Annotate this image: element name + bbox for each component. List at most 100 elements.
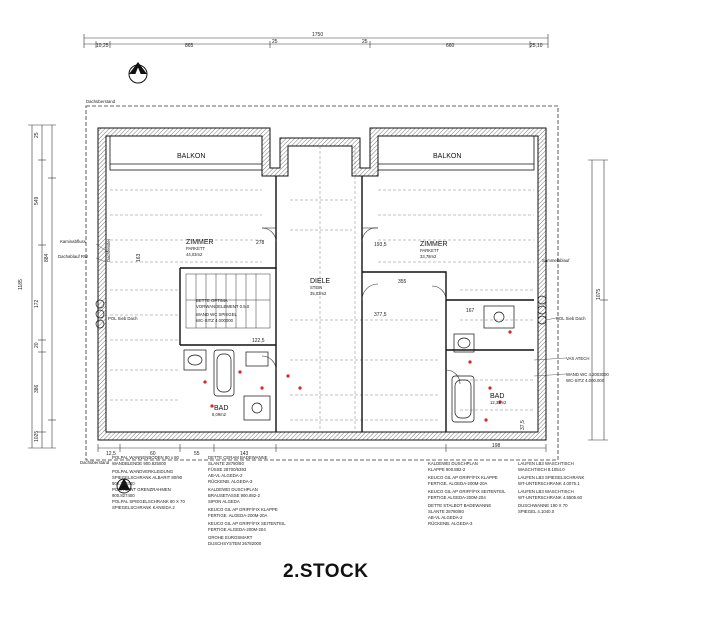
- roof-edge-top-label: Dachüberstand: [86, 99, 116, 104]
- left-dimension-chain: [28, 124, 56, 449]
- room-right-area: 33,78m2: [420, 254, 437, 259]
- spec-note: BETTE OPTIMA: [196, 298, 228, 303]
- spec-note: WANDBLENDE 900.825000: [112, 461, 167, 466]
- spec-note: KALDEWEI DUSCHPLAN: [428, 461, 478, 466]
- dim-inner-3: 167: [466, 308, 475, 314]
- room-right-floor: PARKETT: [420, 248, 439, 253]
- leader-lines: [95, 243, 567, 377]
- dim-left-3: 884: [44, 253, 50, 262]
- floor-drain-left-label: POL Sieb Dach: [108, 316, 138, 321]
- spec-notes-column-3: KALDEWEI DUSCHPLAN KLAPPE 900.882-2 KEUC…: [428, 461, 506, 526]
- spec-note: SPIEGEL 4.1040.0: [518, 509, 555, 514]
- spec-notes-inplan: BETTE OPTIMA VORWANDELEMENT 0.5.0 WAND W…: [196, 298, 609, 383]
- spec-notes-column-2: DETTE CERAM BADEWANNE SLANTE 28780/80 FÜ…: [208, 455, 286, 546]
- balcony-left: [109, 135, 263, 171]
- right-dimension-chain: [588, 159, 608, 441]
- spec-note: POLPAL WT GRENZRAHMEN: [112, 487, 171, 492]
- dim-inner-6: 163: [136, 253, 142, 262]
- drain-markers-right: [537, 295, 547, 325]
- spec-note: FERTIGE. ALGEDA-200M-20A: [428, 481, 488, 486]
- dim-left-1: 25: [34, 132, 40, 138]
- spec-note: GROHE EUROSMART: [208, 535, 253, 540]
- spec-note: WASCHTISCH 8.1054.0: [518, 467, 565, 472]
- dim-left-offset: 10,25: [96, 43, 109, 49]
- spec-note: SPIEGELSCHRANK ALBARIT 80/90: [112, 475, 183, 480]
- spec-note: KALDEWEI DUSCHPLAN: [208, 487, 258, 492]
- downpipe-left-label: Dachablauf RW: [58, 254, 89, 259]
- spec-note: WAND WC SPIEGEL: [196, 312, 238, 317]
- bath-left-fixtures: [183, 349, 271, 421]
- dim-total-height-right: 1075: [596, 289, 602, 300]
- bottom-dimension-chain: [97, 444, 547, 452]
- room-left-area: 44,03m2: [186, 252, 203, 257]
- dim-inner-1: 122,5: [252, 338, 265, 344]
- skylight-label: Dachfenster: [106, 238, 111, 262]
- spec-note: 900.827400: [112, 493, 135, 498]
- drain-markers-left: [95, 299, 105, 329]
- spec-note: FÜSSE 28700/5393: [208, 467, 247, 472]
- spec-note: DUSCHWANNE 190 X 70: [518, 503, 568, 508]
- balcony-right-label: BALKON: [433, 153, 461, 160]
- vent-left-label: Kaminabfluss: [60, 239, 86, 244]
- bath-right-area: 12,33m2: [490, 400, 507, 405]
- spec-note: RÜCKENB. ALGEDA-3: [428, 521, 473, 526]
- spec-note: WAND WC 4.2003000: [566, 372, 609, 377]
- spec-note: WT-UNTERSCHRANK 4.5505.60: [518, 495, 583, 500]
- balcony-left-label: BALKON: [177, 153, 205, 160]
- north-arrow-top: [128, 62, 148, 84]
- top-dimension-chain: [83, 34, 549, 48]
- spec-note: 900.390340: [112, 481, 135, 486]
- spec-note: POLPAL SPIEGELSCHRANK 80 X 70: [112, 499, 185, 504]
- spec-notes-column-4: LAUFEN LB3 WASCHTISCH WASCHTISCH 8.1054.…: [518, 461, 585, 514]
- spec-note: POLPAL WANDVERKLEIDUNG: [112, 469, 174, 474]
- spec-note: LAUFEN LB3 WASCHTISCH: [518, 461, 574, 466]
- downpipe-right-label: Sammelablauf: [542, 258, 570, 263]
- spec-note: KEUCO GIL AP GRIFF/FIX KLAPPE: [428, 475, 498, 480]
- electrical-markers: [203, 330, 512, 422]
- spec-note: DUSCHSYSTEM 26782000: [208, 541, 262, 546]
- dim-left-5: 20: [34, 342, 40, 348]
- hall-label: DIELE: [310, 278, 331, 285]
- spec-note: KEUCO GIL AP GRIFF/FIX KLAPPE: [208, 507, 278, 512]
- dim-left-2: 549: [34, 196, 40, 205]
- room-right-label: ZIMMER: [420, 241, 448, 248]
- staircase: [185, 273, 271, 329]
- dim-bottom-1: 12,5: [106, 451, 116, 457]
- north-arrow-bottom: [116, 478, 132, 494]
- roof-overhang-outline: [85, 105, 559, 461]
- spec-note: FERTIGE ALGEDA-200M-204: [208, 527, 266, 532]
- dim-right-segment: 660: [446, 43, 455, 49]
- dim-left-6: 386: [34, 384, 40, 393]
- dim-inner-5: 278: [256, 240, 265, 246]
- dim-overall-width: 1750: [312, 32, 323, 38]
- spec-note: LAUFEN LB3 WASCHTISCH: [518, 489, 574, 494]
- dim-right-offset: 25,10: [530, 43, 543, 49]
- bath-right-label: BAD: [490, 393, 504, 400]
- dim-inner-8: 37,5: [520, 420, 526, 430]
- dim-bottom-5: 198: [492, 443, 501, 449]
- spec-note: DETTE STALBOT BADEWANNE: [428, 503, 491, 508]
- hall-area: 35,03m2: [310, 291, 327, 296]
- dim-mid-left: 25: [272, 39, 278, 45]
- dim-mid-right: 25: [362, 39, 368, 45]
- spec-note: SLANTE 28780/80: [208, 461, 244, 466]
- spec-note: BRAUSETASSE 900.882-2: [208, 493, 261, 498]
- spec-note: AB-VL ALGEDA-2: [208, 473, 243, 478]
- room-left-label: ZIMMER: [186, 239, 214, 246]
- spec-note: DETTE CERAM BADEWANNE: [208, 455, 268, 460]
- dim-inner-2: 377,5: [374, 312, 387, 318]
- spec-notes-column-1: POLPAL WANNENBODEN 80 x 80 WANDBLENDE 90…: [112, 455, 185, 510]
- spec-note: KLAPPE 900.882-2: [428, 467, 466, 472]
- spec-note: FERTIGE. ALGEDA-200M-20A: [208, 513, 268, 518]
- room-left-floor: PARKETT: [186, 246, 205, 251]
- dim-inner-7: 193,5: [374, 242, 387, 248]
- spec-note: SPIEGELSCHRANK KANSIDA 2: [112, 505, 175, 510]
- door-swings: [261, 227, 461, 385]
- spec-note: FERTIGE ALGEDA-200M-204: [428, 495, 486, 500]
- spec-note: POLPAL WANNENBODEN 80 x 80: [112, 455, 180, 460]
- bath-right-fixtures: [451, 305, 515, 423]
- spec-note: AB-VL ALGEDA-2: [428, 515, 463, 520]
- dim-left-segment: 865: [185, 43, 194, 49]
- spec-note: WC-SITZ 4.000000: [196, 318, 234, 323]
